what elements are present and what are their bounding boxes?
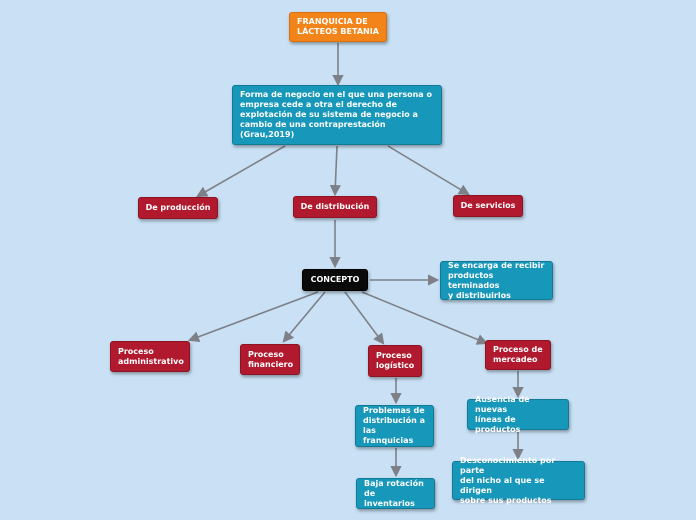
definition-node[interactable]: Forma de negocio en el que una persona o… — [232, 85, 442, 145]
servicios-node[interactable]: De servicios — [453, 195, 523, 217]
edge-concepto-log — [344, 291, 385, 345]
baja-rotacion-node[interactable]: Baja rotación de inventarios — [356, 478, 435, 509]
produccion-node[interactable]: De producción — [138, 197, 218, 219]
edge-definition-distribucion — [329, 145, 341, 197]
proc-log-node[interactable]: Proceso logístico — [368, 345, 422, 377]
root-node[interactable]: FRANQUICIA DE LÁCTEOS BETANIA — [289, 12, 387, 42]
edge-concepto-merc — [361, 291, 489, 345]
concepto-desc-node[interactable]: Se encarga de recibir productos terminad… — [440, 261, 553, 300]
concepto-node[interactable]: CONCEPTO — [302, 269, 368, 291]
proc-merc-node[interactable]: Proceso de mercadeo — [485, 340, 551, 370]
distribucion-node[interactable]: De distribución — [293, 196, 377, 218]
desconocimiento-node[interactable]: Desconocimiento por parte del nicho al q… — [452, 456, 585, 505]
edge-concepto-fin — [282, 291, 326, 343]
proc-admin-node[interactable]: Proceso administrativo — [110, 341, 190, 372]
problemas-node[interactable]: Problemas de distribución a las franquic… — [355, 405, 434, 447]
edge-concepto-admin — [187, 291, 319, 343]
edge-definition-produccion — [196, 145, 286, 198]
edge-definition-servicios — [387, 145, 470, 196]
proc-fin-node[interactable]: Proceso financiero — [240, 344, 300, 375]
ausencia-node[interactable]: Ausencia de nuevas líneas de productos — [467, 395, 569, 434]
